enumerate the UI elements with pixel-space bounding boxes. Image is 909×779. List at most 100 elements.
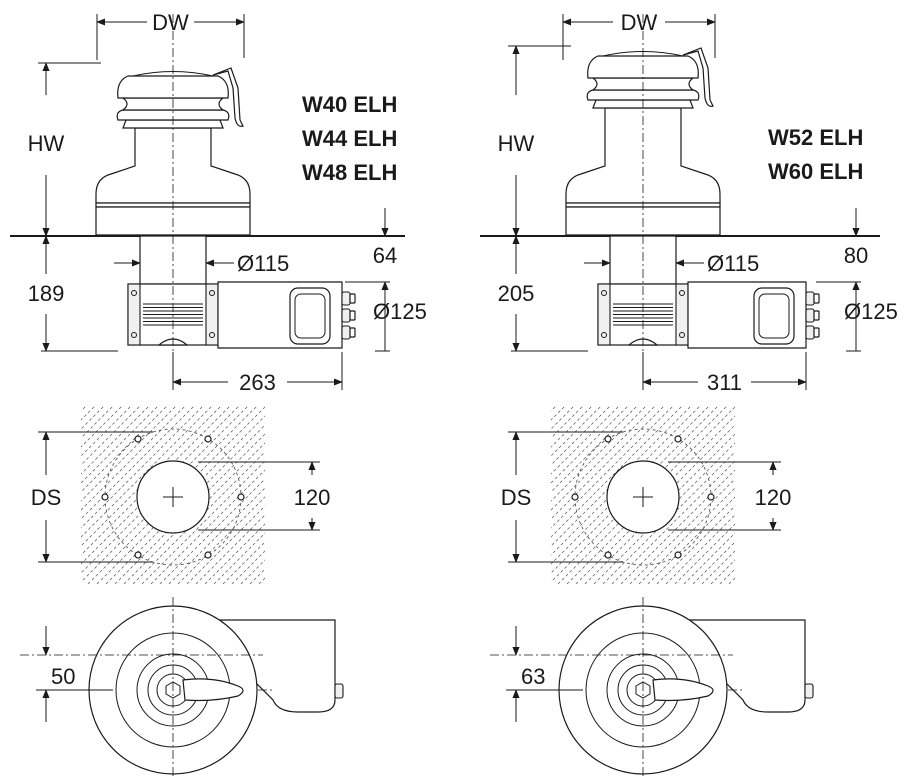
hatch-line	[551, 405, 675, 529]
hatch-line	[249, 568, 265, 584]
cable-gland-top	[804, 683, 814, 699]
right-top-view: 63	[490, 597, 814, 778]
cable-gland-nut	[349, 310, 356, 321]
motor-length-value: 311	[707, 370, 742, 395]
cable-gland-nut	[349, 293, 356, 304]
gearbox-flange-left	[597, 283, 611, 346]
gearbox-bolt	[679, 290, 685, 296]
model-name: W40 ELH	[302, 92, 397, 117]
mounting-bolt-hole	[204, 551, 212, 559]
gearbox-flange-right	[675, 283, 689, 346]
mounting-bolt-hole	[134, 435, 142, 443]
model-name: W60 ELH	[768, 159, 863, 184]
motor-diameter-value: Ø125	[373, 299, 427, 324]
motor-terminal-box	[289, 287, 331, 345]
motor-length-value: 263	[239, 370, 276, 395]
hatch-line	[81, 405, 178, 502]
below-deck-height-value: 205	[498, 281, 535, 306]
collar-height-value: 80	[844, 243, 868, 268]
cable-gland	[805, 291, 815, 306]
ds-label: DS	[31, 485, 62, 510]
hw-label: HW	[28, 131, 65, 156]
hatch-line	[551, 405, 621, 475]
hatch-line	[638, 487, 735, 584]
model-name: W48 ELH	[302, 160, 397, 185]
hatch-line	[159, 478, 265, 584]
bolt-circle-value: 120	[294, 485, 331, 510]
hatch-line	[551, 405, 639, 493]
shaft-diameter-value: Ø115	[237, 251, 289, 276]
cable-gland-nut	[349, 327, 356, 338]
hatch-line	[551, 405, 603, 457]
motor-terminal-box	[753, 287, 795, 345]
right-deck-cutout-plan: DS 120	[501, 405, 792, 584]
cable-gland-nut	[813, 310, 820, 321]
hatch-line	[81, 405, 187, 511]
mounting-bolt-hole	[604, 551, 612, 559]
hatch-line	[81, 405, 142, 466]
cable-gland	[805, 308, 815, 323]
left-deck-cutout-plan: DS 120	[31, 405, 331, 584]
cable-gland	[341, 291, 351, 306]
hatch-line	[81, 405, 124, 448]
gearbox-bolt	[209, 332, 215, 338]
gearbox-bolt	[209, 290, 215, 296]
hatch-line	[81, 405, 214, 538]
collar-height-value: 64	[373, 243, 397, 268]
hatch-line	[240, 559, 265, 584]
gearbox-bolt	[601, 332, 607, 338]
mounting-bolt-hole	[101, 493, 109, 501]
cable-gland	[341, 308, 351, 323]
mounting-bolt-hole	[204, 435, 212, 443]
mounting-bolt-hole	[707, 493, 715, 501]
bolt-circle-value: 120	[755, 485, 792, 510]
dw-label: DW	[152, 10, 189, 35]
hatch-line	[81, 405, 160, 484]
hatch-line	[551, 405, 630, 484]
hatch-line	[551, 405, 585, 439]
hatch-line	[551, 405, 693, 547]
hatch-line	[551, 405, 594, 448]
cable-gland	[805, 325, 815, 340]
hatch-line	[168, 487, 265, 584]
gearbox-bolt	[679, 332, 685, 338]
hatch-line	[123, 442, 265, 584]
hatch-line	[551, 405, 612, 466]
cable-gland-nut	[813, 327, 820, 338]
shaft-diameter-value: Ø115	[707, 251, 759, 276]
mounting-bolt-hole	[674, 551, 682, 559]
cable-gland-nut	[813, 293, 820, 304]
hatch-line	[602, 451, 735, 584]
self-tailing-arm-top	[182, 678, 244, 702]
model-name: W44 ELH	[302, 126, 397, 151]
hatch-line	[81, 405, 151, 475]
gearbox-bolt	[131, 332, 137, 338]
hatch-line	[551, 405, 648, 502]
offset-value: 50	[51, 664, 75, 689]
model-name: W52 ELH	[768, 125, 863, 150]
self-tailing-arm	[212, 67, 244, 127]
ds-label: DS	[501, 485, 532, 510]
mounting-bolt-hole	[674, 435, 682, 443]
mounting-bolt-hole	[571, 493, 579, 501]
hatch-line	[551, 405, 657, 511]
cable-gland	[341, 325, 351, 340]
hatch-line	[141, 460, 265, 584]
hatch-line	[551, 405, 684, 538]
gearbox-flange-right	[205, 283, 219, 346]
below-deck-height-value: 189	[28, 281, 65, 306]
hw-label: HW	[498, 131, 535, 156]
hatch-line	[81, 405, 115, 439]
motor-diameter-value: Ø125	[844, 299, 898, 324]
gearbox-bolt	[131, 290, 137, 296]
hatch-line	[81, 405, 205, 529]
hatch-line	[258, 577, 265, 584]
self-tailing-arm	[682, 47, 714, 107]
left-top-view: 50	[20, 597, 344, 778]
hatch-line	[81, 405, 223, 547]
self-tailing-arm-top	[652, 678, 714, 702]
